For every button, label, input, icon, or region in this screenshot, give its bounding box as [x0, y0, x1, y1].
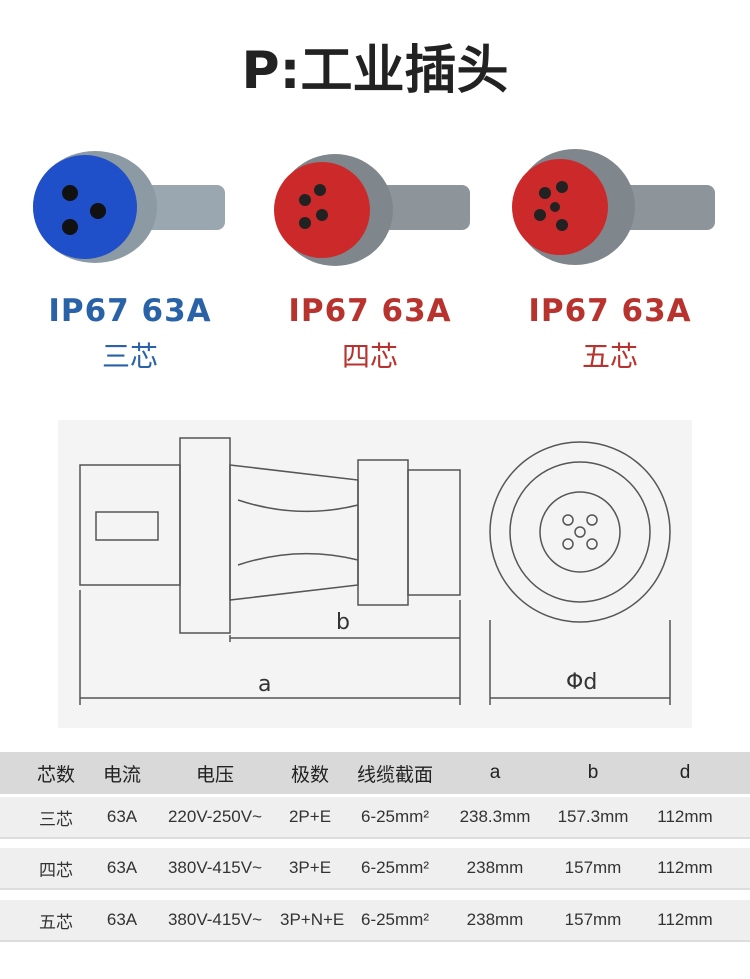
- dimension-d-label: Φd: [566, 670, 598, 695]
- table-cell: 238.3mm: [459, 807, 531, 826]
- header-cell: a: [489, 762, 501, 783]
- table-cell: 63A: [106, 858, 138, 877]
- dimension-a-label: a: [258, 672, 272, 697]
- header-cell: 极数: [290, 764, 329, 786]
- page-title: P:工业插头: [241, 41, 509, 101]
- table-cell: 157.3mm: [557, 807, 629, 826]
- table-cell: 6-25mm²: [360, 858, 429, 877]
- table-cell: 四芯: [39, 860, 73, 880]
- product-model: IP67 63A: [288, 293, 452, 329]
- table-cell: 380V-415V~: [167, 910, 263, 929]
- dimension-b-label: b: [336, 610, 350, 635]
- header-cell: 线缆截面: [356, 764, 433, 786]
- product-3-core: IP67 63A 三芯: [10, 145, 250, 375]
- table-cell: 63A: [106, 807, 138, 826]
- product-cores: 五芯: [581, 340, 638, 373]
- header-cell: d: [679, 762, 691, 783]
- table-cell: 238mm: [466, 910, 524, 929]
- product-4-core: IP67 63A 四芯: [250, 145, 490, 375]
- table-cell: 157mm: [564, 910, 622, 929]
- table-cell: 220V-250V~: [167, 807, 263, 826]
- red-plug-image: [274, 154, 470, 266]
- product-cores: 三芯: [101, 340, 158, 373]
- table-cell: 157mm: [564, 858, 622, 877]
- product-model: IP67 63A: [48, 293, 212, 329]
- product-cores: 四芯: [341, 340, 398, 373]
- header-cell: b: [587, 762, 599, 783]
- table-header: 芯数 电流 电压 极数 线缆截面 a b d: [0, 752, 750, 794]
- header-cell: 电流: [102, 764, 141, 786]
- blue-plug-image: [33, 151, 225, 263]
- table-cell: 3P+N+E: [280, 910, 345, 929]
- table-cell: 380V-415V~: [167, 858, 263, 877]
- table-cell: 112mm: [657, 910, 713, 929]
- table-row: 五芯 63A 380V-415V~ 3P+N+E 6-25mm² 238mm 157mm 11…: [0, 900, 750, 942]
- table-cell: 112mm: [657, 807, 713, 826]
- table-row: 三芯 63A 220V-250V~ 2P+E 6-25mm² 238.3mm 157.3mm…: [0, 797, 750, 839]
- table-cell: 2P+E: [288, 807, 332, 826]
- table-cell: 三芯: [39, 809, 73, 829]
- red-plug-image: [512, 149, 715, 265]
- table-cell: 238mm: [466, 858, 524, 877]
- table-cell: 6-25mm²: [360, 910, 429, 929]
- header-cell: 电压: [195, 764, 234, 786]
- table-cell: 6-25mm²: [360, 807, 429, 826]
- product-5-core: IP67 63A 五芯: [490, 145, 730, 375]
- table-cell: 3P+E: [288, 858, 332, 877]
- header-cell: 芯数: [36, 764, 75, 786]
- table-cell: 五芯: [39, 912, 73, 932]
- table-row: 四芯 63A 380V-415V~ 3P+E 6-25mm² 238mm 157mm 112m…: [0, 848, 750, 890]
- table-cell: 63A: [106, 910, 138, 929]
- technical-drawing: [79, 437, 671, 705]
- product-model: IP67 63A: [528, 293, 692, 329]
- dimension-diagram: b a Φd: [58, 420, 692, 728]
- table-cell: 112mm: [657, 858, 713, 877]
